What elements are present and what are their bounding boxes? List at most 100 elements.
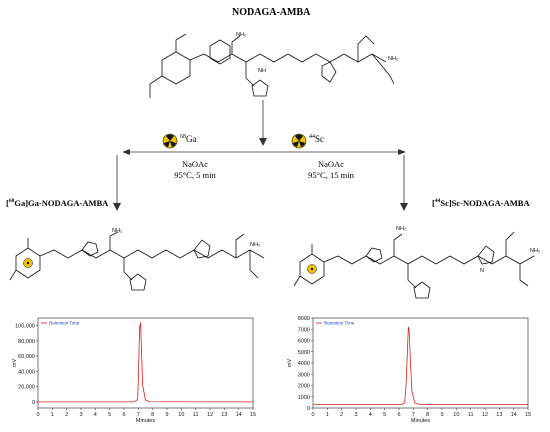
precursor-nh-label: NH [258,68,266,74]
x-tick-label: 9 [440,412,443,418]
x-tick-label: 4 [369,412,372,418]
right-conditions: NaOAc 95°C, 15 min [296,159,366,181]
chromatogram-trace [313,326,529,405]
x-tick-label: 12 [482,412,488,418]
x-tick-label: 2 [65,412,68,418]
y-axis-label: mV [12,359,18,368]
x-tick-label: 8 [426,412,429,418]
left-isotope-mass: 68 [180,134,186,140]
x-tick-label: 6 [122,412,125,418]
x-tick-label: 9 [165,412,168,418]
left-temp-time: 95°C, 5 min [174,170,216,180]
y-tick-label: 1000 [298,395,310,401]
x-tick-label: 10 [453,412,459,418]
y-axis-label: mV [287,359,293,368]
y-tick-label: 0 [307,406,310,412]
y-tick-label: 6000 [298,339,310,345]
ga-product-label: [68Ga]Ga-NODAGA-AMBA [6,198,109,208]
precursor-structure [149,33,395,98]
x-tick-label: 5 [108,412,111,418]
x-tick-label: 1 [326,412,329,418]
y-tick-label: 4000 [298,361,310,367]
y-tick-label: 7000 [298,327,310,333]
legend-label: Retention Time [49,321,80,326]
x-tick-label: 8 [151,412,154,418]
right-isotope-label: 44Sc [309,134,324,144]
x-tick-label: 0 [311,412,314,418]
x-tick-label: 15 [250,412,256,418]
y-tick-label: 80,000 [18,339,35,345]
y-tick-label: 2000 [298,384,310,390]
left-conditions: NaOAc 95°C, 5 min [160,159,230,181]
right-branch-head [398,149,406,155]
ga-nh2-label: NH₂ [112,228,122,234]
sc-product-structure [293,231,535,299]
left-isotope-label: 68Ga [180,134,197,144]
x-tick-label: 3 [79,412,82,418]
x-tick-label: 14 [236,412,242,418]
x-tick-label: 5 [383,412,386,418]
radioactive-icon-left [162,133,178,149]
left-down-arrow-head [113,203,121,211]
x-tick-label: 12 [207,412,213,418]
x-tick-label: 15 [525,412,531,418]
radioactive-icon-right [291,133,307,149]
x-tick-label: 7 [412,412,415,418]
sc-product-label: [44Sc]Sc-NODAGA-AMBA [432,198,530,208]
x-tick-label: 7 [137,412,140,418]
y-tick-label: 20,000 [18,385,35,391]
right-temp-time: 95°C, 15 min [308,170,354,180]
y-tick-label: 40,000 [18,369,35,375]
plot-frame [37,317,254,409]
arrow-stem-head [259,138,267,146]
precursor-nh2-label: NH₂ [236,32,246,38]
y-tick-label: 100,000 [15,324,35,330]
ga-nh2-end-label: NH₂ [250,242,260,248]
x-tick-label: 13 [496,412,502,418]
left-buffer: NaOAc [182,159,208,169]
chromatogram-trace [38,322,254,403]
x-tick-label: 11 [193,412,199,418]
y-tick-label: 5000 [298,350,310,356]
sc-nh2-end-label: NH₂ [530,248,540,254]
right-down-arrow-head [400,203,408,211]
metal-center-icon-sc [307,264,317,274]
x-axis-label: Minutes [411,418,431,424]
ga-product-name: Ga]Ga-NODAGA-AMBA [14,198,109,208]
x-tick-label: 0 [36,412,39,418]
ga-product-mass: 68 [8,198,15,205]
sc-nh2-label: NH₂ [396,226,406,232]
structures-and-arrows: NH₂ NH₂ NH [9,32,540,299]
y-tick-label: 3000 [298,372,310,378]
left-branch-head [122,149,130,155]
precursor-nh2-end-label: NH₂ [388,56,398,62]
sc-n-label: N [480,268,484,274]
y-tick-label: 60,000 [18,354,35,360]
sc-product-mass: 44 [434,198,441,205]
x-tick-label: 4 [94,412,97,418]
x-tick-label: 6 [397,412,400,418]
x-tick-label: 10 [178,412,184,418]
right-isotope-mass: 44 [309,134,315,140]
left-isotope-symbol: Ga [186,134,197,144]
x-tick-label: 11 [468,412,474,418]
x-tick-label: 1 [51,412,54,418]
precursor-title: NODAGA-AMBA [232,7,311,18]
y-tick-label: 8000 [298,316,310,322]
y-tick-label: 0 [32,400,35,406]
metal-center-icon-ga [23,258,33,268]
sc-product-name: Sc]Sc-NODAGA-AMBA [440,198,530,208]
right-isotope-symbol: Sc [315,134,324,144]
x-tick-label: 3 [354,412,357,418]
right-buffer: NaOAc [318,159,344,169]
x-tick-label: 13 [221,412,227,418]
x-tick-label: 2 [340,412,343,418]
x-axis-label: Minutes [136,418,156,424]
legend-label: Retention Time [324,321,355,326]
ga-product-structure [9,231,265,291]
